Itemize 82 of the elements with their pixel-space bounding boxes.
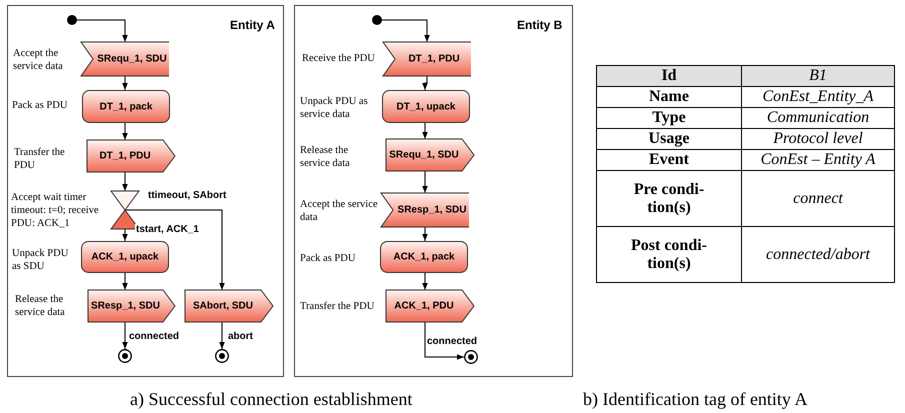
edge-label: connected bbox=[426, 336, 478, 347]
signal-label: DT_1, PDU bbox=[99, 150, 151, 162]
attribute-name: Id bbox=[596, 66, 742, 86]
edge-label: connected bbox=[128, 331, 180, 342]
signal-label: SResp_1, SDU bbox=[91, 300, 160, 312]
arrow bbox=[422, 226, 428, 242]
signal-label: SAbort, SDU bbox=[193, 300, 253, 312]
attribute-name: Post condi-tion(s) bbox=[596, 226, 742, 282]
arrow bbox=[122, 322, 128, 350]
attribute-value: B1 bbox=[742, 66, 894, 86]
arrow bbox=[122, 172, 128, 192]
arrow bbox=[124, 210, 225, 290]
attribute-value: Protocol level bbox=[742, 128, 894, 150]
receive-signal-shape bbox=[383, 42, 471, 76]
arrow bbox=[122, 122, 128, 140]
send-signal-shape bbox=[185, 290, 273, 322]
panel-title: Entity B bbox=[517, 18, 562, 32]
step-description: Accept wait timer timeout: t=0; receive PDU: ACK_1 bbox=[11, 191, 100, 230]
step-description: Accept the service data bbox=[300, 198, 379, 224]
arrow bbox=[122, 76, 128, 90]
signal-label: ACK_1, PDU bbox=[394, 300, 454, 312]
signal-label: SResp_1, SDU bbox=[398, 204, 466, 216]
edge-label: abort bbox=[227, 331, 254, 342]
attribute-name: Event bbox=[596, 150, 742, 170]
step-description: Unpack PDU as SDU bbox=[12, 247, 70, 273]
signal-label: ACK_1, pack bbox=[393, 252, 455, 262]
attribute-name: Name bbox=[596, 86, 742, 108]
action-box bbox=[81, 241, 169, 273]
receive-signal-shape bbox=[81, 42, 169, 76]
step-description: Release the service data bbox=[300, 144, 351, 170]
start-node bbox=[67, 15, 77, 25]
action-box bbox=[382, 90, 470, 123]
send-signal-shape bbox=[88, 290, 175, 322]
action-box bbox=[82, 90, 170, 123]
signal-label: DT_1, upack bbox=[396, 101, 456, 112]
end-node bbox=[464, 350, 478, 364]
attribute-name: Pre condi-tion(s) bbox=[596, 170, 742, 226]
signal-label: SRequ_1, SDU bbox=[389, 150, 459, 160]
arrow bbox=[76, 20, 128, 42]
arrow bbox=[122, 228, 128, 242]
edge-label: ttimeout, SAbort bbox=[147, 190, 228, 201]
entity-panel bbox=[7, 5, 284, 377]
send-signal-shape bbox=[386, 290, 474, 322]
signal-label: ACK_1, upack bbox=[91, 252, 159, 262]
arrow bbox=[219, 322, 225, 350]
attribute-value: ConEst_Entity_A bbox=[742, 86, 894, 108]
arrow bbox=[422, 170, 428, 194]
attribute-value: connect bbox=[742, 170, 894, 226]
send-signal-shape bbox=[87, 140, 175, 172]
step-description: Pack as PDU bbox=[12, 99, 68, 112]
attribute-value: Communication bbox=[742, 108, 894, 128]
attribute-value: connected/abort bbox=[742, 226, 894, 282]
receive-signal-shape bbox=[381, 193, 469, 227]
step-description: Transfer the PDU bbox=[14, 146, 66, 172]
arrow bbox=[424, 322, 464, 360]
entity-panel bbox=[294, 5, 573, 377]
attribute-value: ConEst – Entity A bbox=[742, 150, 894, 170]
attribute-name: Usage bbox=[596, 128, 742, 150]
end-node bbox=[215, 349, 229, 363]
send-signal-shape bbox=[386, 139, 474, 171]
step-description: Release the service data bbox=[15, 293, 66, 319]
step-description: Unpack PDU as service data bbox=[300, 95, 369, 121]
signal-label: SRequ_1, SDU bbox=[97, 54, 167, 64]
arrow bbox=[422, 76, 428, 90]
arrow bbox=[422, 122, 428, 140]
action-box bbox=[380, 241, 468, 273]
step-description: Accept the service data bbox=[13, 47, 64, 73]
signal-label: DT_1, pack bbox=[100, 101, 152, 112]
end-node bbox=[118, 349, 132, 363]
step-description: Transfer the PDU bbox=[300, 300, 376, 313]
figure-caption: a) Successful connection establishment bbox=[130, 389, 412, 410]
edge-label: tstart, ACK_1 bbox=[135, 224, 200, 235]
signal-label: DT_1, PDU bbox=[408, 54, 460, 64]
figure-caption: b) Identification tag of entity A bbox=[583, 389, 808, 410]
step-description: Pack as PDU bbox=[300, 252, 356, 265]
start-node bbox=[372, 15, 382, 25]
arrow bbox=[122, 272, 128, 290]
attribute-name: Type bbox=[596, 108, 742, 128]
arrow bbox=[382, 20, 430, 42]
step-description: Receive the PDU bbox=[302, 52, 376, 65]
panel-title: Entity A bbox=[230, 18, 275, 32]
arrow bbox=[422, 272, 428, 290]
